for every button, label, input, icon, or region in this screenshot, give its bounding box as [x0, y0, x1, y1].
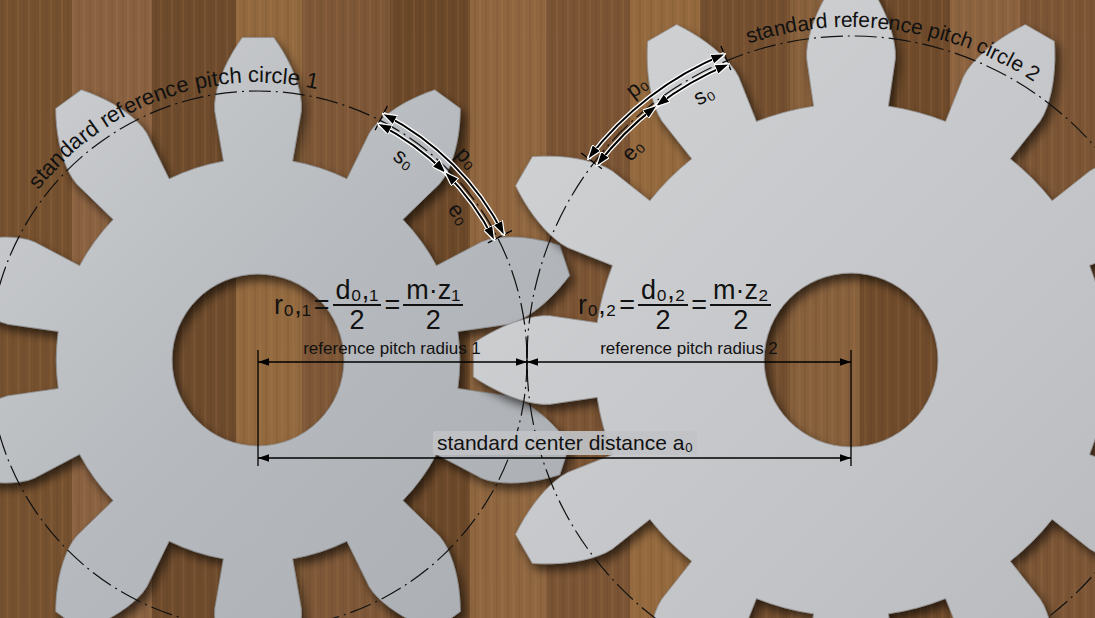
pitch-arrow — [378, 124, 445, 173]
pitch-arrows — [375, 46, 731, 243]
pitch-symbol: s₀ — [390, 144, 419, 174]
letter: r — [833, 9, 841, 30]
fraction-numerator: d₀,₁ — [333, 276, 382, 306]
gear-2 — [473, 0, 1095, 618]
fraction: d₀,₂2 — [638, 276, 688, 335]
pitch-circle-1 — [0, 91, 527, 618]
pitch-arrow — [597, 106, 656, 165]
letter: e — [910, 15, 926, 38]
pitch-symbol: e₀ — [444, 199, 474, 229]
dimension-line — [258, 457, 851, 458]
fraction-numerator: m·z₁ — [403, 276, 463, 306]
pitch-symbol: s₀ — [690, 80, 718, 109]
extension-line — [257, 350, 258, 466]
letter: 1 — [304, 69, 320, 93]
letter — [827, 10, 834, 31]
formula-operator: = — [691, 291, 707, 319]
letter: i — [259, 64, 264, 86]
pitch-arrow — [383, 114, 504, 235]
arrow-halo — [597, 106, 656, 165]
fraction-denominator: 2 — [733, 306, 748, 334]
formula-symbol: r₀,₂ — [578, 291, 616, 319]
dimension-label: standard center distance a₀ — [433, 431, 697, 455]
pitch-symbol: p₀ — [622, 71, 652, 101]
fraction-numerator: m·z₂ — [710, 276, 771, 306]
fraction: m·z₂2 — [710, 276, 771, 335]
arrow-halo — [378, 124, 445, 173]
formula-operator: = — [384, 291, 400, 319]
letter: 2 — [1022, 60, 1043, 84]
fraction-denominator: 2 — [656, 306, 671, 334]
pitch-symbol: p₀ — [452, 143, 483, 174]
pitch-symbol: e₀ — [618, 134, 649, 165]
dimension-label: reference pitch radius 1 — [303, 339, 481, 359]
gear-1 — [0, 38, 570, 618]
fraction-denominator: 2 — [426, 306, 441, 334]
dimension-label: reference pitch radius 2 — [600, 339, 778, 359]
dimension-line — [258, 361, 527, 362]
letter: c — [248, 64, 259, 86]
formula-operator: = — [619, 291, 635, 319]
formula: r₀,₂=d₀,₂2=m·z₂2 — [578, 276, 771, 335]
fraction: m·z₁2 — [403, 276, 463, 335]
fraction: d₀,₁2 — [333, 276, 382, 335]
dimension-line — [527, 361, 851, 362]
letter: d — [815, 10, 828, 32]
pitch-circle-2 — [527, 36, 1095, 618]
extension-line — [850, 350, 851, 466]
arrow-halo — [383, 114, 504, 235]
dimension-lines — [258, 344, 851, 466]
letter: e — [286, 66, 301, 89]
letter: c — [271, 65, 283, 88]
letter: h — [228, 65, 242, 88]
letter: f — [852, 9, 858, 30]
extension-line — [526, 344, 527, 374]
formula-symbol: r₀,₁ — [274, 291, 311, 319]
letter: r — [264, 64, 272, 86]
letter: e — [840, 9, 852, 30]
letter: e — [858, 9, 870, 30]
fraction-numerator: d₀,₂ — [638, 276, 688, 306]
fraction-denominator: 2 — [350, 306, 365, 334]
formula: r₀,₁=d₀,₁2=m·z₁2 — [274, 276, 463, 335]
letter — [241, 65, 248, 87]
formula-operator: = — [314, 291, 330, 319]
